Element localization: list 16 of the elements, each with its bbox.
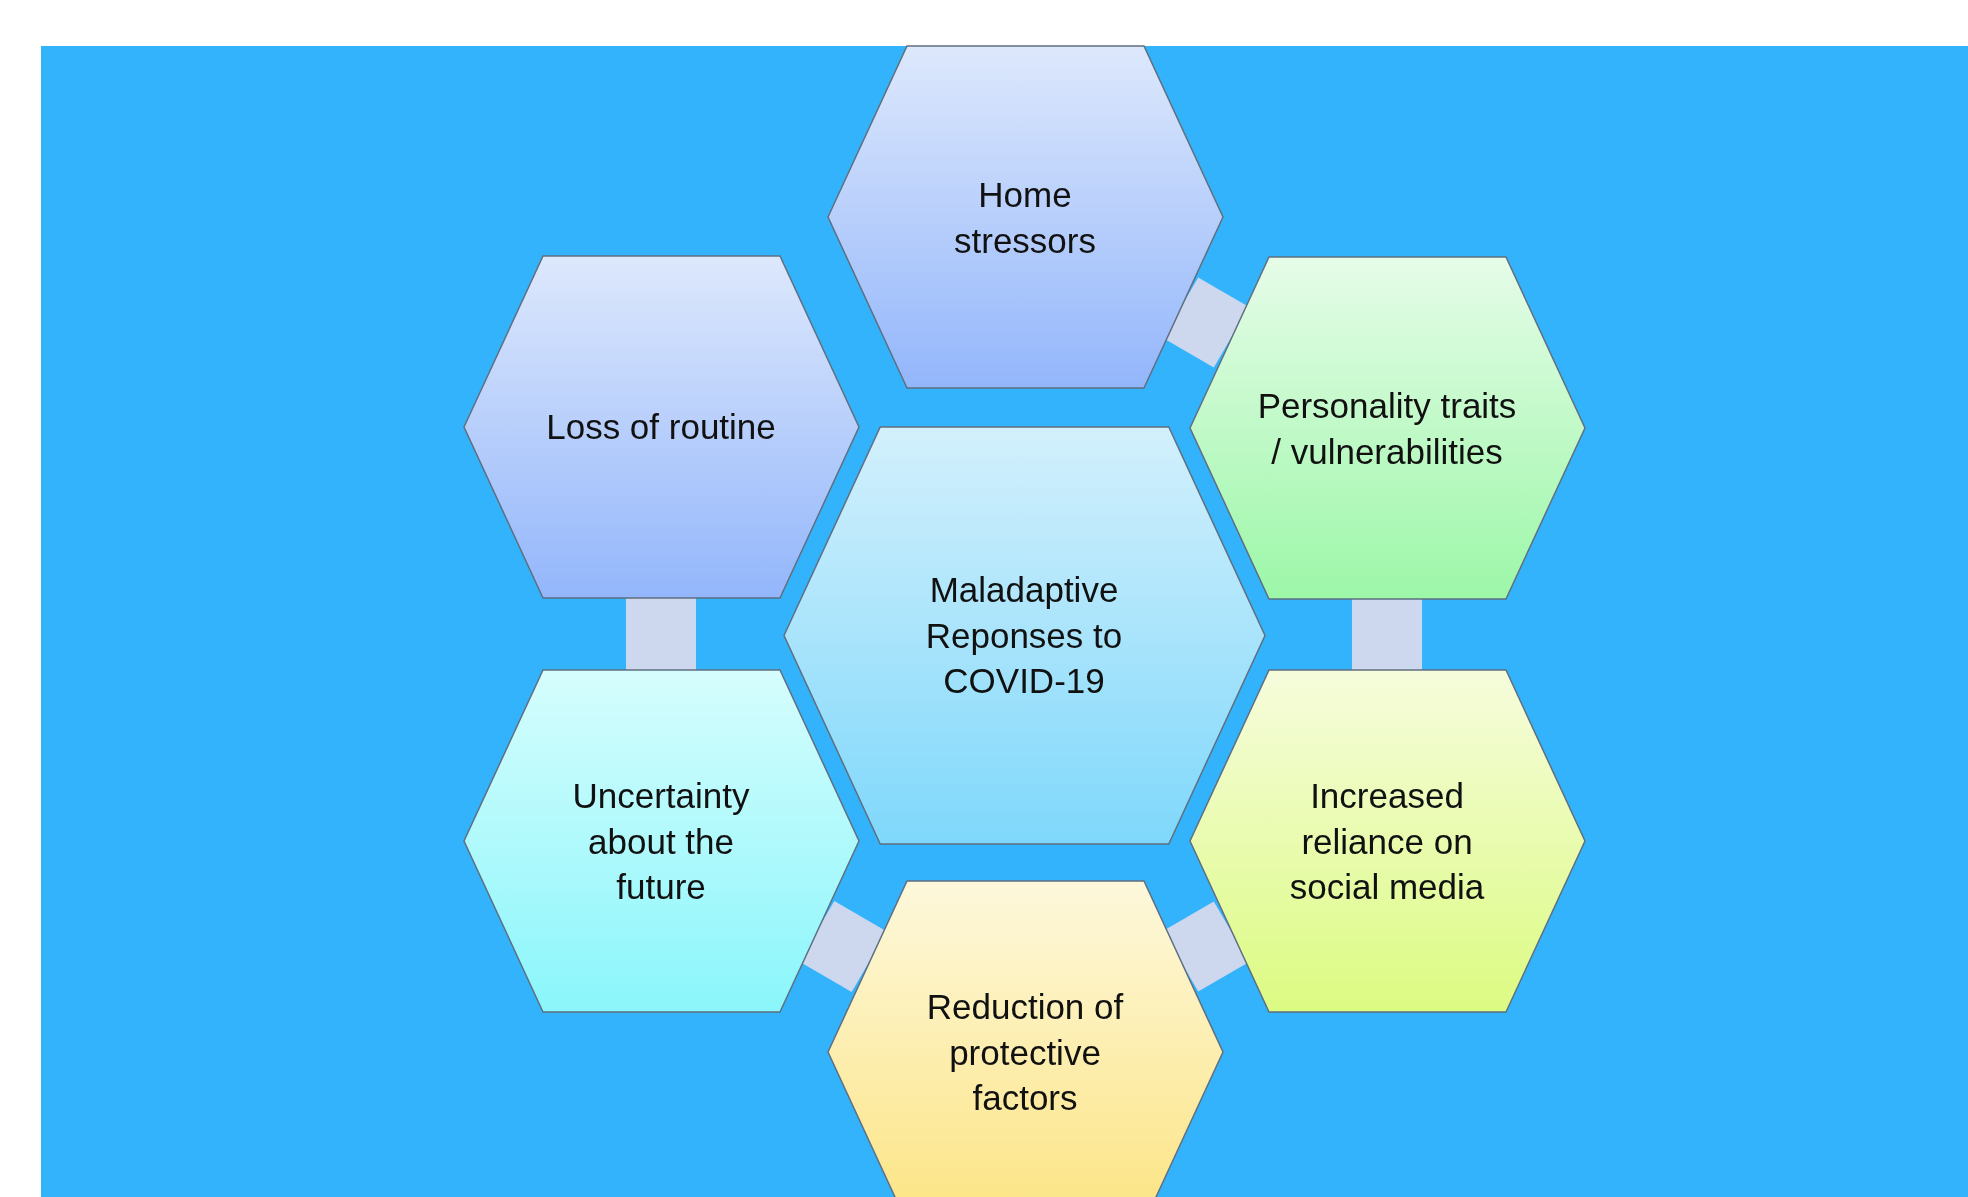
hexagon [827,881,1223,1197]
hexagon [463,670,859,1012]
hexagon-label: Home stressors [953,173,1097,261]
hexagon-label: Maladaptive Reponses to COVID-19 [924,568,1124,702]
connector-band [626,598,696,670]
connector-band [1352,599,1422,670]
hexagon [463,256,859,598]
hexagon [1189,670,1585,1012]
hexagon-label: Reduction of protective factors [925,985,1125,1119]
hexagon-label: Personality traits / vulnerabilities [1257,384,1517,472]
hexagon [783,426,1265,844]
hexagon [827,46,1223,388]
hexagon [1189,257,1585,599]
hexagon-label: Uncertainty about the future [571,774,751,908]
hexagon-label: Increased reliance on social media [1288,774,1486,908]
hexagon-label: Loss of routine [545,406,777,449]
